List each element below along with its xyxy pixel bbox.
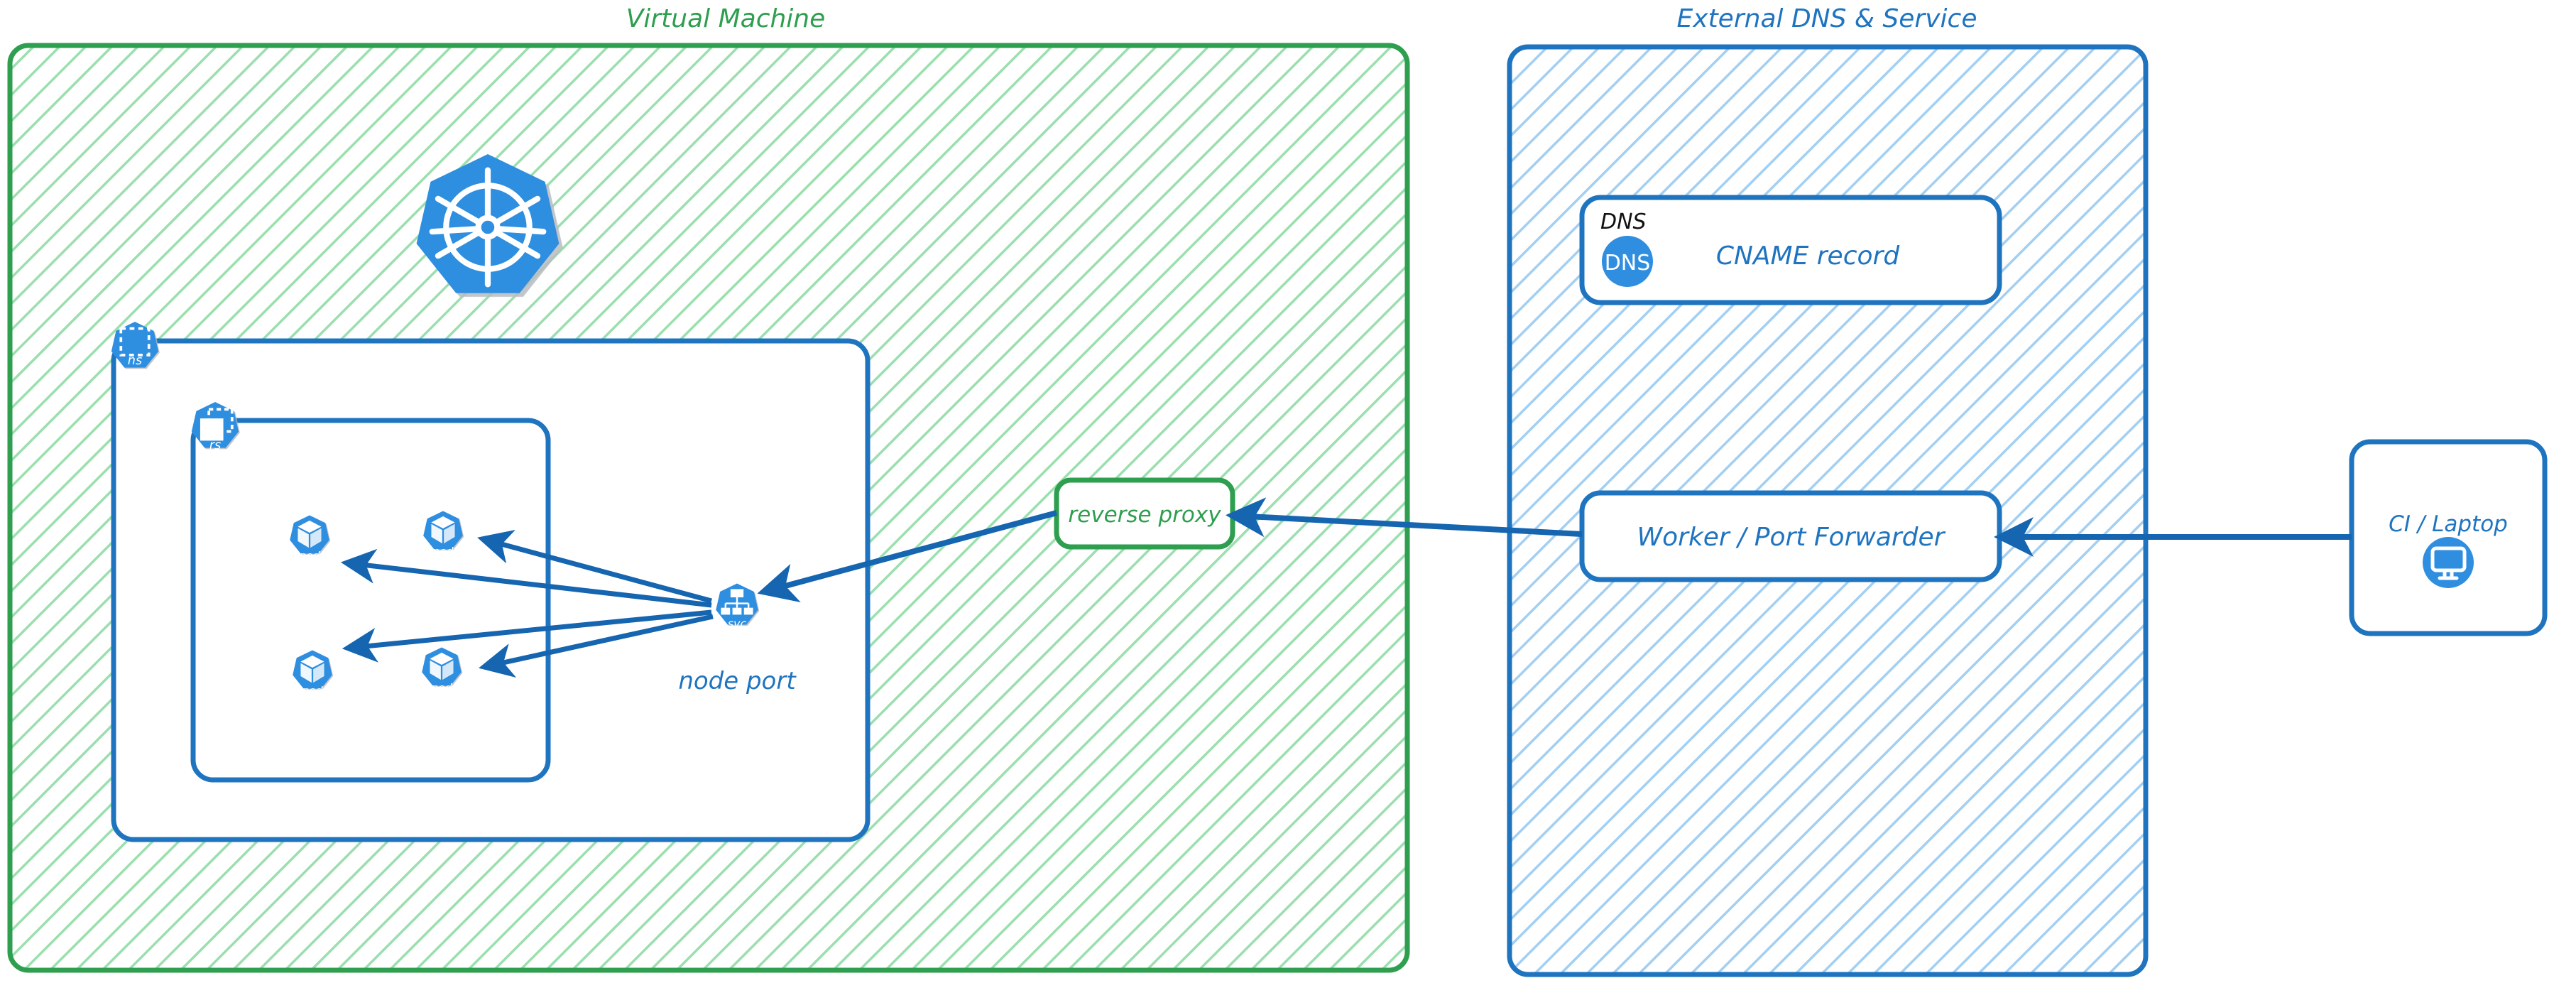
worker-port-forwarder-card[interactable]: Worker / Port Forwarder (1579, 490, 2002, 582)
reverse-proxy-label: reverse proxy (1068, 502, 1221, 528)
edge-worker-to-reverse-proxy (1226, 497, 1583, 538)
ci-laptop-card[interactable]: CI / Laptop (2349, 439, 2548, 636)
reverse-proxy-card[interactable]: reverse proxy (1054, 477, 1235, 550)
edge-service-pod-2 (477, 529, 712, 604)
edge-reverse-proxy-to-service (757, 510, 1058, 603)
ci-laptop-label: CI / Laptop (2389, 511, 2508, 537)
pod-label: pod (299, 550, 320, 563)
dns-card-title: CNAME record (1716, 241, 1901, 271)
service-tree-icon (721, 589, 753, 615)
pod-node-2[interactable]: pod (423, 511, 463, 558)
edge-service-pod-1 (340, 548, 712, 608)
dns-cname-card[interactable]: DNS DNS CNAME record (1579, 195, 2002, 305)
pod-label: pod (431, 682, 452, 695)
dns-cname-card-border (1579, 195, 2002, 305)
replicaset-box (190, 418, 551, 783)
edge-service-to-pods (340, 529, 714, 678)
service-node[interactable]: svc (716, 583, 758, 631)
replicaset-badge[interactable]: rs (191, 402, 239, 453)
dns-badge-text: DNS (1605, 251, 1651, 276)
pod-cube-icon (430, 652, 454, 680)
panel-title-external-dns-service: External DNS & Service (1677, 4, 1977, 33)
service-label: svc (728, 617, 747, 631)
panel-title-virtual-machine: Virtual Machine (626, 4, 826, 33)
replicaset-box-border (190, 418, 551, 783)
dns-circle-icon: DNS (1602, 236, 1653, 287)
namespace-badge[interactable]: ns (111, 322, 159, 368)
namespace-badge-label: ns (128, 354, 142, 368)
dns-corner-label: DNS (1600, 210, 1647, 234)
desktop-monitor-icon (2423, 537, 2474, 588)
kubernetes-logo (416, 154, 560, 293)
edge-service-pod-4 (479, 614, 714, 678)
worker-port-forwarder-label: Worker / Port Forwarder (1637, 523, 1946, 552)
edge-service-pod-3 (342, 609, 712, 663)
pod-node-3[interactable]: pod (293, 650, 332, 697)
namespace-icon (119, 327, 151, 357)
pod-node-4[interactable]: pod (422, 647, 462, 695)
replicaset-badge-label: rs (209, 439, 221, 453)
pod-node-1[interactable]: pod (290, 515, 329, 563)
pod-label: pod (302, 685, 323, 697)
pod-label: pod (432, 545, 454, 558)
replicaset-icon (200, 408, 234, 441)
pod-cube-icon (298, 520, 322, 548)
